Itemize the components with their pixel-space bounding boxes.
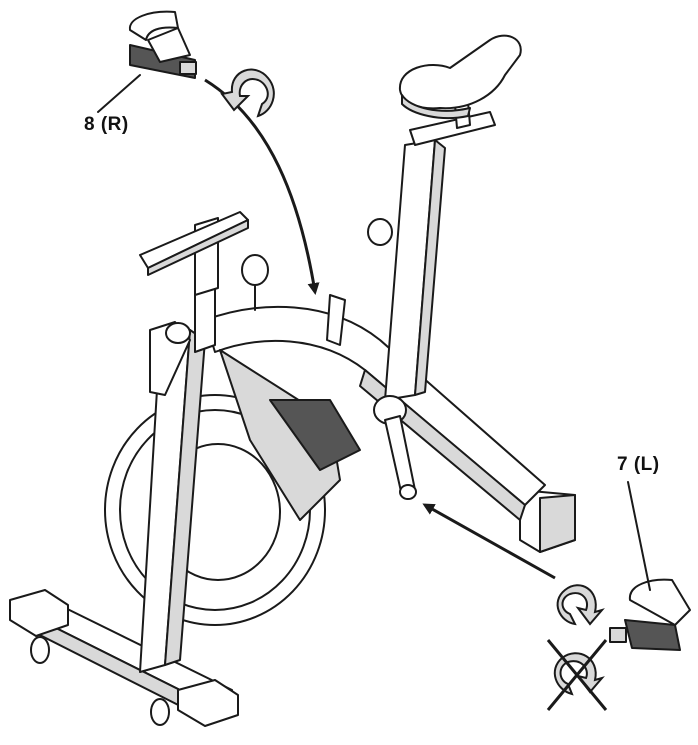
install-arrow-left: [422, 503, 556, 580]
crank-arm-right: [326, 294, 346, 346]
handlebar-post: [139, 211, 249, 296]
saddle: [398, 34, 522, 120]
crank-arm: [373, 395, 417, 500]
curved-arrow-icon: [220, 68, 275, 118]
flywheel: [104, 349, 361, 626]
leader-line-left: [627, 481, 651, 591]
prohibition-cross: [546, 639, 608, 711]
rear-stabilizer: [519, 489, 576, 553]
brake-lever: [149, 321, 191, 396]
right-pedal: [128, 10, 197, 79]
left-pedal: [609, 578, 691, 651]
callout-left-pedal: 7 (L): [617, 454, 660, 475]
front-stabilizer: [9, 589, 239, 727]
callout-right-pedal: 8 (R): [84, 114, 129, 135]
curved-arrow-icon: [556, 584, 605, 626]
tension-knob: [241, 254, 269, 311]
leader-line-right: [97, 74, 141, 113]
